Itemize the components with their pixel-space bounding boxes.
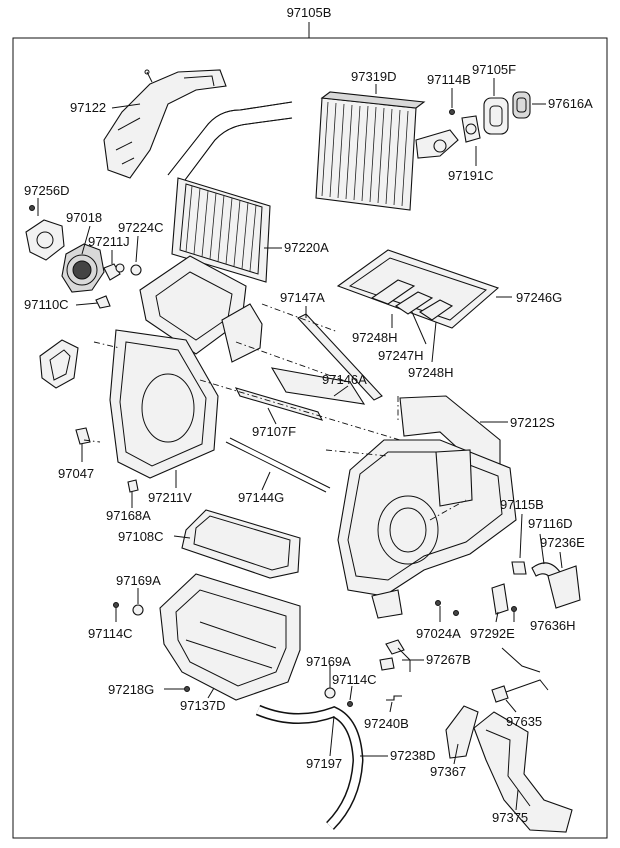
label-97147A: 97147A (280, 290, 325, 305)
label-97616A: 97616A (548, 96, 593, 111)
filter-tray-drawing (181, 509, 301, 579)
left-case-drawing (39, 329, 219, 493)
label-97248H-a: 97248H (352, 330, 398, 345)
label-97246G: 97246G (516, 290, 562, 305)
heater-pipes-drawing (167, 101, 293, 181)
label-97248H-b: 97248H (408, 365, 454, 380)
label-97212S: 97212S (510, 415, 555, 430)
label-97191C: 97191C (448, 168, 494, 183)
label-97236E: 97236E (540, 535, 585, 550)
label-97319D: 97319D (351, 69, 397, 84)
drain-hose-drawing (255, 704, 364, 830)
label-97367: 97367 (430, 764, 466, 779)
label-97137D: 97137D (180, 698, 226, 713)
label-97256D: 97256D (24, 183, 70, 198)
label-97197: 97197 (306, 756, 342, 771)
label-97169A-b: 97169A (306, 654, 351, 669)
label-97168A: 97168A (106, 508, 151, 523)
label-97211V: 97211V (148, 490, 192, 505)
label-97292E: 97292E (470, 626, 515, 641)
label-97110C: 97110C (24, 297, 69, 312)
label-97247H: 97247H (378, 348, 424, 363)
label-97114C-a: 97114C (88, 626, 133, 641)
label-97224C: 97224C (118, 220, 164, 235)
label-97115B: 97115B (500, 497, 544, 512)
label-97144G: 97144G (238, 490, 284, 505)
label-97238D: 97238D (390, 748, 436, 763)
bracket-drawing (103, 69, 227, 179)
label-97107F: 97107F (252, 424, 296, 439)
label-97220A: 97220A (284, 240, 329, 255)
label-97024A: 97024A (416, 626, 461, 641)
label-97105B: 97105B (287, 5, 332, 20)
label-97146A: 97146A (322, 372, 367, 387)
assembly-frame (12, 22, 608, 839)
evaporator-drawing (315, 91, 459, 211)
label-97114C-b: 97114C (332, 672, 377, 687)
label-97240B: 97240B (364, 716, 409, 731)
label-97108C: 97108C (118, 529, 164, 544)
label-97635: 97635 (506, 714, 542, 729)
filter-frame-drawing (336, 249, 500, 329)
air-duct-drawing (445, 705, 573, 833)
label-97114B: 97114B (427, 72, 471, 87)
label-97375: 97375 (492, 810, 528, 825)
label-97211J: 97211J (88, 234, 130, 249)
label-97105F: 97105F (472, 62, 516, 77)
assembly-guide-lines (83, 303, 467, 521)
label-97116D: 97116D (528, 516, 573, 531)
lower-case-drawing (159, 573, 301, 701)
part-labels: 97105B 97122 97319D 97114B 97105F 97616A… (24, 5, 593, 825)
label-97047: 97047 (58, 466, 94, 481)
leader-lines (37, 78, 563, 811)
label-97018: 97018 (66, 210, 102, 225)
label-97122: 97122 (70, 100, 106, 115)
blower-motor-drawing (25, 205, 142, 309)
heater-core-drawing (171, 177, 271, 283)
label-97218G: 97218G (108, 682, 154, 697)
label-97267B: 97267B (426, 652, 471, 667)
label-97636H: 97636H (530, 618, 576, 633)
expansion-valve-drawing (449, 91, 531, 143)
main-case-drawing (337, 395, 517, 619)
label-97169A-a: 97169A (116, 573, 161, 588)
